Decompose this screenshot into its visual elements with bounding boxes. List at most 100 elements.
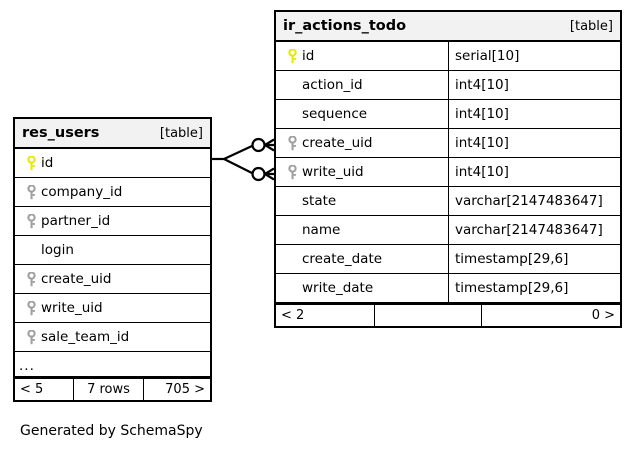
column-label: login: [41, 242, 74, 258]
column-type-label: int4[10]: [455, 106, 509, 122]
primary-key-icon: [282, 48, 302, 64]
foreign-key-icon: [21, 271, 41, 287]
column-name-cell: company_id: [15, 178, 210, 206]
entity-footer-res-users: < 5 7 rows 705 >: [15, 377, 210, 400]
column-name-cell: write_date: [276, 274, 448, 302]
footer-next-page[interactable]: 705 >: [165, 382, 205, 397]
table-row[interactable]: create_uid: [15, 265, 210, 294]
column-type-cell: serial[10]: [448, 42, 620, 70]
footer-prev-page[interactable]: < 5: [20, 382, 44, 397]
relationship-line-create-uid: [223, 145, 253, 160]
column-type-label: timestamp[29,6]: [455, 251, 569, 267]
column-name-cell: id: [276, 42, 448, 70]
column-label: sale_team_id: [41, 329, 130, 345]
table-row[interactable]: create_date timestamp[29,6]: [276, 245, 620, 274]
column-type-label: serial[10]: [455, 48, 520, 64]
column-type-cell: int4[10]: [448, 100, 620, 128]
foreign-key-icon: [21, 329, 41, 345]
column-label: write_uid: [302, 164, 364, 180]
table-row[interactable]: sale_team_id: [15, 323, 210, 352]
entity-header-res-users: res_users [table]: [15, 119, 210, 149]
relationship-line-write-uid: [223, 158, 253, 174]
column-name-cell: partner_id: [15, 207, 210, 235]
column-label: partner_id: [41, 213, 111, 229]
footer-row-count: [374, 305, 482, 326]
table-row[interactable]: write_uid: [15, 294, 210, 323]
column-label: create_uid: [41, 271, 112, 287]
column-name-cell: name: [276, 216, 448, 244]
column-label: id: [41, 155, 54, 171]
column-label: company_id: [41, 184, 123, 200]
column-name-cell: ...: [15, 352, 210, 376]
more-columns-row[interactable]: ...: [15, 352, 210, 377]
primary-key-icon: [21, 155, 41, 171]
foreign-key-icon: [21, 213, 41, 229]
column-label: state: [302, 193, 337, 209]
column-name-cell: sale_team_id: [15, 323, 210, 351]
table-row[interactable]: create_uid int4[10]: [276, 129, 620, 158]
column-type-label: varchar[2147483647]: [455, 222, 603, 238]
column-label: write_uid: [41, 300, 103, 316]
table-row[interactable]: id: [15, 149, 210, 178]
table-row[interactable]: sequence int4[10]: [276, 100, 620, 129]
column-name-cell: write_uid: [15, 294, 210, 322]
column-type-cell: int4[10]: [448, 158, 620, 186]
column-name-cell: action_id: [276, 71, 448, 99]
entity-header-ir-actions-todo: ir_actions_todo [table]: [276, 12, 620, 42]
column-type-label: int4[10]: [455, 77, 509, 93]
column-type-label: int4[10]: [455, 135, 509, 151]
column-label: create_date: [302, 251, 383, 267]
entity-res-users[interactable]: res_users [table] id: [13, 117, 212, 402]
table-row[interactable]: company_id: [15, 178, 210, 207]
table-row[interactable]: partner_id: [15, 207, 210, 236]
cardinality-many-marker-create-uid: [264, 138, 275, 152]
column-type-cell: int4[10]: [448, 71, 620, 99]
footer-prev-page[interactable]: < 2: [281, 308, 305, 323]
column-type-cell: timestamp[29,6]: [448, 274, 620, 302]
table-row[interactable]: name varchar[2147483647]: [276, 216, 620, 245]
entity-title-ir-actions-todo: ir_actions_todo: [283, 18, 407, 34]
column-name-cell: sequence: [276, 100, 448, 128]
foreign-key-icon: [282, 135, 302, 151]
column-name-cell: state: [276, 187, 448, 215]
entity-ir-actions-todo[interactable]: ir_actions_todo [table] id serial[10]: [274, 10, 622, 328]
column-label: create_uid: [302, 135, 373, 151]
entity-footer-ir-actions-todo: < 2 0 >: [276, 303, 620, 326]
column-name-cell: login: [15, 236, 210, 264]
cardinality-zero-marker-create-uid: [251, 137, 266, 153]
column-name-cell: create_uid: [15, 265, 210, 293]
column-type-label: int4[10]: [455, 164, 509, 180]
entity-kind-ir-actions-todo: [table]: [569, 18, 613, 34]
table-row[interactable]: action_id int4[10]: [276, 71, 620, 100]
foreign-key-icon: [282, 164, 302, 180]
column-name-cell: create_uid: [276, 129, 448, 157]
column-name-cell: create_date: [276, 245, 448, 273]
column-type-cell: varchar[2147483647]: [448, 187, 620, 215]
footer-row-count: 7 rows: [73, 379, 144, 400]
footer-next-page[interactable]: 0 >: [591, 308, 615, 323]
cardinality-many-marker-write-uid: [264, 167, 275, 181]
table-row[interactable]: write_uid int4[10]: [276, 158, 620, 187]
column-type-cell: varchar[2147483647]: [448, 216, 620, 244]
column-type-label: varchar[2147483647]: [455, 193, 603, 209]
column-name-cell: id: [15, 149, 210, 177]
cardinality-zero-marker-write-uid: [251, 166, 266, 182]
column-name-cell: write_uid: [276, 158, 448, 186]
column-label: write_date: [302, 280, 374, 296]
column-label: sequence: [302, 106, 368, 122]
foreign-key-icon: [21, 300, 41, 316]
column-type-cell: int4[10]: [448, 129, 620, 157]
table-row[interactable]: login: [15, 236, 210, 265]
ellipsis-label: ...: [19, 357, 35, 374]
column-type-label: timestamp[29,6]: [455, 280, 569, 296]
column-type-cell: timestamp[29,6]: [448, 245, 620, 273]
diagram-caption: Generated by SchemaSpy: [20, 423, 203, 439]
entity-kind-res-users: [table]: [159, 125, 203, 141]
column-label: name: [302, 222, 341, 238]
foreign-key-icon: [21, 184, 41, 200]
table-row[interactable]: write_date timestamp[29,6]: [276, 274, 620, 303]
table-row[interactable]: id serial[10]: [276, 42, 620, 71]
table-row[interactable]: state varchar[2147483647]: [276, 187, 620, 216]
column-label: action_id: [302, 77, 363, 93]
